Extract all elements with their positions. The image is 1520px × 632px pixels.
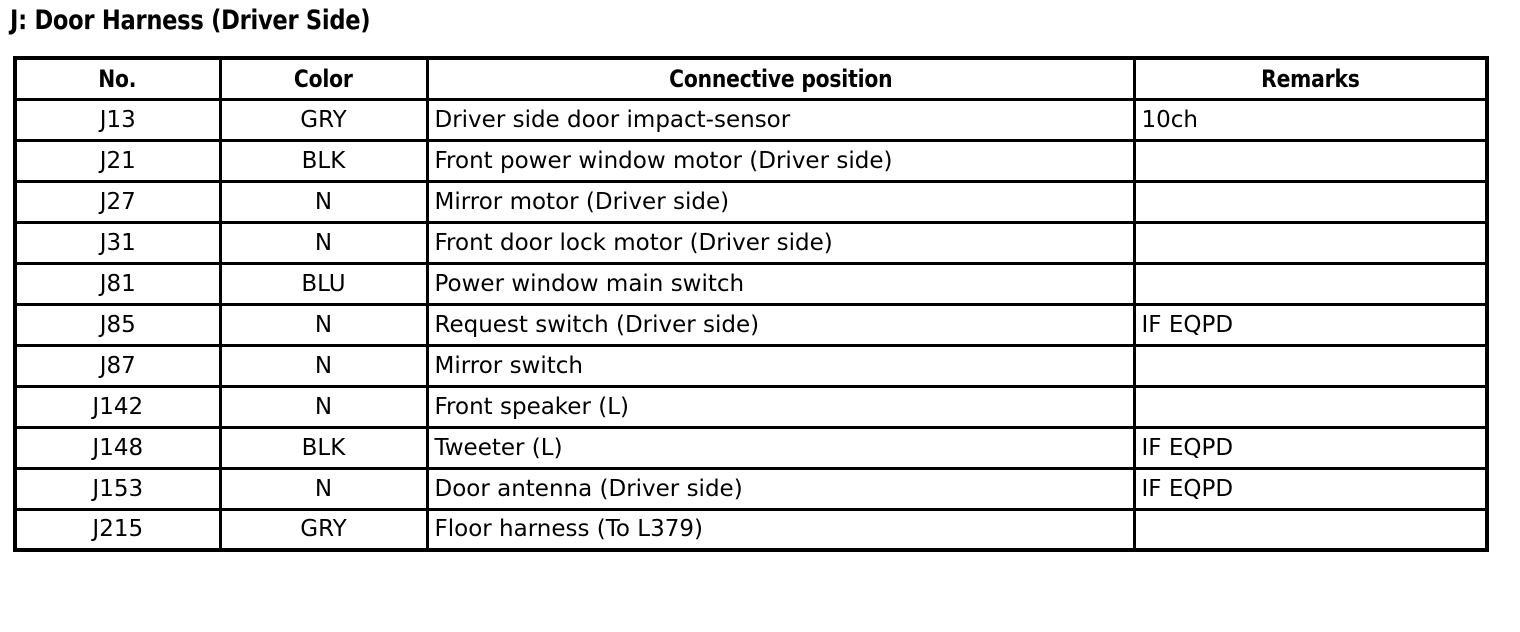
cell-connective-position: Mirror switch (425, 343, 1136, 388)
cell-connective-position: Front door lock motor (Driver side) (425, 220, 1136, 265)
cell-no: J21 (13, 138, 222, 183)
cell-connective-position: Driver side door impact-sensor (425, 97, 1136, 142)
cell-connective-position: Tweeter (L) (425, 425, 1136, 470)
cell-no: J27 (13, 179, 222, 224)
cell-color: N (218, 179, 429, 224)
cell-remarks: IF EQPD (1132, 466, 1489, 511)
cell-color: N (218, 343, 429, 388)
cell-remarks (1132, 507, 1489, 552)
cell-no: J31 (13, 220, 222, 265)
cell-no: J87 (13, 343, 222, 388)
cell-remarks (1132, 179, 1489, 224)
cell-connective-position: Front speaker (L) (425, 384, 1136, 429)
cell-color: GRY (218, 97, 429, 142)
cell-color: N (218, 220, 429, 265)
table-header-row: No. Color Connective position Remarks (13, 56, 1489, 101)
cell-connective-position: Front power window motor (Driver side) (425, 138, 1136, 183)
column-header-remarks: Remarks (1132, 56, 1489, 101)
cell-no: J148 (13, 425, 222, 470)
cell-no: J13 (13, 97, 222, 142)
cell-remarks: IF EQPD (1132, 302, 1489, 347)
cell-connective-position: Door antenna (Driver side) (425, 466, 1136, 511)
cell-color: BLK (218, 425, 429, 470)
cell-remarks: IF EQPD (1132, 425, 1489, 470)
cell-no: J142 (13, 384, 222, 429)
column-header-color: Color (218, 56, 429, 101)
column-header-no-label: No. (98, 64, 137, 93)
cell-remarks: 10ch (1132, 97, 1489, 142)
cell-color: GRY (218, 507, 429, 552)
cell-connective-position: Power window main switch (425, 261, 1136, 306)
cell-remarks (1132, 220, 1489, 265)
cell-no: J85 (13, 302, 222, 347)
cell-remarks (1132, 138, 1489, 183)
cell-color: N (218, 384, 429, 429)
cell-no: J215 (13, 507, 222, 552)
cell-color: N (218, 302, 429, 347)
cell-remarks (1132, 261, 1489, 306)
harness-table: No. Color Connective position Remarks J1… (13, 56, 1489, 552)
cell-color: N (218, 466, 429, 511)
cell-connective-position: Request switch (Driver side) (425, 302, 1136, 347)
cell-no: J81 (13, 261, 222, 306)
cell-connective-position: Mirror motor (Driver side) (425, 179, 1136, 224)
cell-color: BLK (218, 138, 429, 183)
harness-table-container: No. Color Connective position Remarks J1… (13, 56, 1489, 552)
page-title: J: Door Harness (Driver Side) (10, 5, 371, 36)
column-header-color-label: Color (294, 64, 353, 93)
cell-remarks (1132, 343, 1489, 388)
cell-no: J153 (13, 466, 222, 511)
cell-color: BLU (218, 261, 429, 306)
cell-remarks (1132, 384, 1489, 429)
column-header-remarks-label: Remarks (1260, 64, 1360, 93)
column-header-connective-position: Connective position (425, 56, 1136, 101)
column-header-no: No. (13, 56, 222, 101)
cell-connective-position: Floor harness (To L379) (425, 507, 1136, 552)
column-header-connective-position-label: Connective position (668, 64, 893, 93)
table-header: No. Color Connective position Remarks (13, 56, 1489, 101)
